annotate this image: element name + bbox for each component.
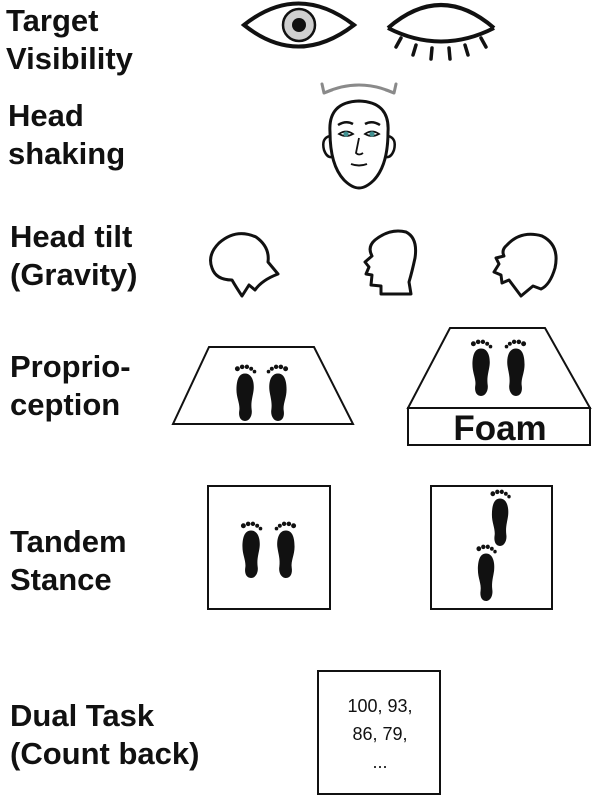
foot-icon [504, 339, 527, 396]
side-by-side-box [207, 485, 331, 610]
foot-icon [240, 521, 263, 578]
label-line: Head [8, 98, 84, 133]
label-line: Tandem [10, 524, 127, 559]
label-line: Stance [10, 562, 112, 597]
label-line: Dual Task [10, 698, 155, 733]
open-eye-icon [240, 1, 358, 49]
foot-icon [470, 339, 493, 396]
label-line: Head tilt [10, 219, 133, 254]
count-line: 100, 93, [347, 696, 412, 716]
label-proprioception: Proprio- ception [10, 348, 131, 424]
label-line: shaking [8, 136, 126, 171]
count-line: ... [372, 752, 387, 772]
head-profile-icon [363, 229, 418, 296]
label-line: (Count back) [10, 736, 200, 771]
foam-platform: Foam [406, 327, 592, 448]
head-profile-icon [209, 232, 280, 298]
ground-platform [171, 346, 355, 425]
label-dual-task: Dual Task (Count back) [10, 697, 199, 773]
foot-icon [490, 489, 511, 546]
closed-eye-icon [386, 3, 496, 61]
face-icon [320, 82, 398, 190]
label-line: Target [6, 3, 99, 38]
foot-icon [274, 521, 297, 578]
foot-icon [266, 364, 289, 421]
label-line: (Gravity) [10, 257, 138, 292]
label-target-visibility: Target Visibility [6, 2, 133, 78]
label-line: Proprio- [10, 349, 131, 384]
label-head-tilt: Head tilt (Gravity) [10, 218, 137, 294]
label-head-shaking: Head shaking [8, 97, 125, 173]
label-tandem-stance: Tandem Stance [10, 523, 127, 599]
foam-label: Foam [453, 409, 546, 448]
head-profile-icon [492, 232, 558, 298]
label-line: ception [10, 387, 121, 422]
label-line: Visibility [6, 41, 133, 76]
foot-icon [476, 544, 497, 601]
count-back-box: 100, 93, 86, 79, ... [317, 670, 441, 795]
foot-icon [234, 364, 257, 421]
tandem-box [430, 485, 553, 610]
count-line: 86, 79, [352, 724, 407, 744]
